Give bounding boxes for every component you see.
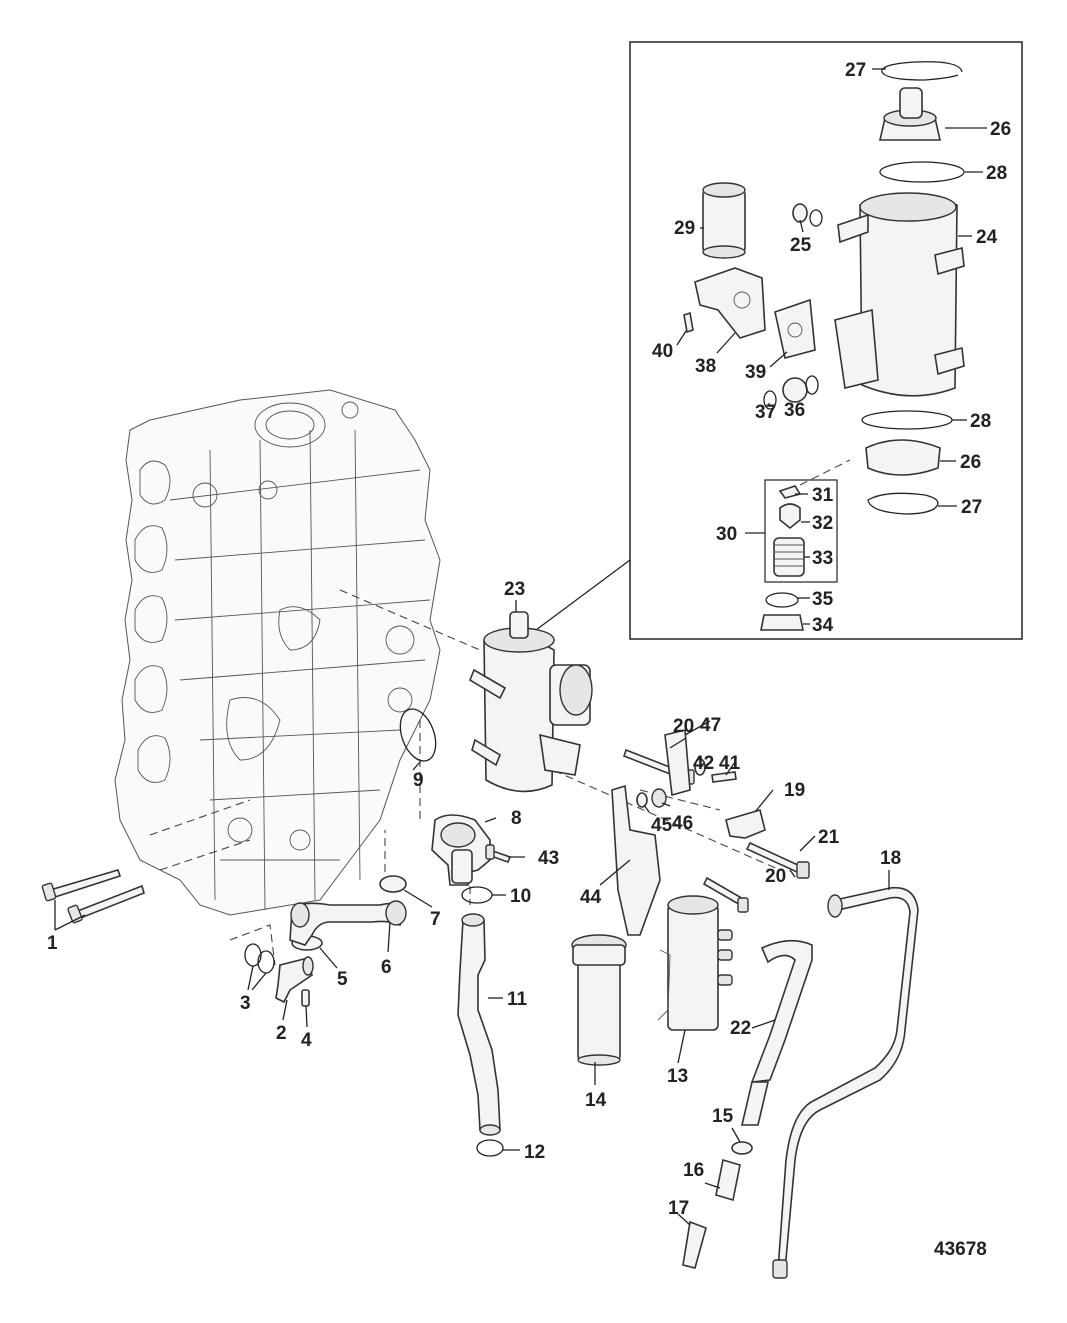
part-10-o-ring <box>461 886 493 904</box>
part-16-fitting <box>715 1158 741 1202</box>
part-14-filter-element <box>571 934 627 1066</box>
part-18-hose <box>772 886 919 1279</box>
part-22-hose <box>740 939 813 1126</box>
callout-47: 47 <box>700 715 721 736</box>
callout-34: 34 <box>812 615 834 636</box>
callout-1: 1 <box>47 933 58 954</box>
callout-43: 43 <box>538 848 559 869</box>
callout-25: 25 <box>790 235 812 256</box>
callout-12: 12 <box>524 1142 545 1163</box>
part-15-clamp <box>731 1141 753 1155</box>
part-9-o-ring <box>399 708 437 762</box>
part-27-ring-top <box>881 61 963 81</box>
part-35-o-ring <box>765 592 799 608</box>
part-37-o-ring <box>763 390 777 410</box>
part-8-housing <box>431 814 491 886</box>
part-26-cap-top <box>878 87 942 141</box>
callout-33: 33 <box>812 548 833 569</box>
callout-19: 19 <box>784 780 805 801</box>
callout-23: 23 <box>504 579 525 600</box>
callout-28-top: 28 <box>986 163 1007 184</box>
part-6-hose <box>289 900 407 946</box>
leader-lines <box>54 68 987 1226</box>
part-25-plug <box>792 203 823 227</box>
callout-39: 39 <box>745 362 766 383</box>
callout-31: 31 <box>812 485 834 506</box>
callout-32: 32 <box>812 513 833 534</box>
part-39-gasket <box>774 298 816 359</box>
callout-42: 42 <box>693 753 714 774</box>
part-26-cap-bottom <box>865 439 941 476</box>
callout-35: 35 <box>812 589 834 610</box>
callout-16: 16 <box>683 1160 704 1181</box>
alignment-lines <box>149 459 851 966</box>
part-24-housing <box>834 192 965 397</box>
engine-block <box>114 389 441 916</box>
callout-labels: 1 2 3 4 5 6 7 8 9 10 11 12 13 14 15 16 1… <box>47 60 1011 1260</box>
part-21-bolt <box>745 841 810 879</box>
callout-6: 6 <box>381 957 392 978</box>
callout-37: 37 <box>755 402 776 423</box>
callout-27-top: 27 <box>845 60 866 81</box>
callout-7: 7 <box>430 909 441 930</box>
callout-4: 4 <box>301 1030 312 1051</box>
part-45-washer <box>636 792 648 808</box>
callout-36: 36 <box>784 400 805 421</box>
callout-17: 17 <box>668 1198 689 1219</box>
callout-22: 22 <box>730 1018 751 1039</box>
callout-18: 18 <box>880 848 901 869</box>
part-17-cap <box>682 1220 707 1269</box>
part-1-bolts <box>41 869 145 924</box>
detail-inset <box>535 41 1023 640</box>
part-36-fitting <box>782 375 819 403</box>
callout-24: 24 <box>976 227 998 248</box>
callout-5: 5 <box>337 969 348 990</box>
part-29-oil-filter <box>702 182 746 259</box>
part-34-plug <box>760 614 804 631</box>
callout-27-bottom: 27 <box>961 497 982 518</box>
callout-46: 46 <box>672 813 693 834</box>
callout-38: 38 <box>695 356 716 377</box>
part-4-screw <box>301 989 310 1007</box>
callout-9: 9 <box>413 770 424 791</box>
part-30-valve-assembly <box>764 479 838 583</box>
callout-29: 29 <box>674 218 695 239</box>
callout-2: 2 <box>276 1023 287 1044</box>
callout-21: 21 <box>818 827 840 848</box>
callout-11: 11 <box>507 989 528 1010</box>
callout-30: 30 <box>716 524 737 545</box>
callout-10: 10 <box>510 886 531 907</box>
callout-15: 15 <box>712 1106 734 1127</box>
part-7-clamp <box>379 875 407 893</box>
callout-41: 41 <box>719 753 741 774</box>
part-12-o-ring <box>476 1139 504 1157</box>
part-28-ring-top <box>879 161 965 183</box>
callout-44: 44 <box>580 887 602 908</box>
callout-3: 3 <box>240 993 251 1014</box>
callout-40: 40 <box>652 341 673 362</box>
callout-14: 14 <box>585 1090 607 1111</box>
part-44-bracket <box>611 784 661 936</box>
callout-20-upper: 20 <box>673 716 694 737</box>
part-40-screw <box>683 311 694 334</box>
callout-45: 45 <box>651 815 673 836</box>
part-3-o-rings <box>244 943 275 974</box>
callout-28-bottom: 28 <box>970 411 991 432</box>
figure-number: 43678 <box>934 1239 987 1260</box>
callout-20-lower: 20 <box>765 866 786 887</box>
part-43-screw <box>485 844 512 864</box>
part-38-adapter <box>694 267 766 339</box>
callout-8: 8 <box>511 808 522 829</box>
part-27-ring-bottom <box>867 492 939 515</box>
callout-26-bottom: 26 <box>960 452 981 473</box>
part-47-plate <box>664 728 691 797</box>
part-11-tube <box>457 913 501 1136</box>
callout-26-top: 26 <box>990 119 1011 140</box>
callout-13: 13 <box>667 1066 688 1087</box>
part-23-separator <box>469 611 593 793</box>
part-2-fitting <box>275 956 314 1004</box>
part-19-bracket <box>725 808 766 839</box>
part-13-filter-housing <box>657 895 733 1031</box>
